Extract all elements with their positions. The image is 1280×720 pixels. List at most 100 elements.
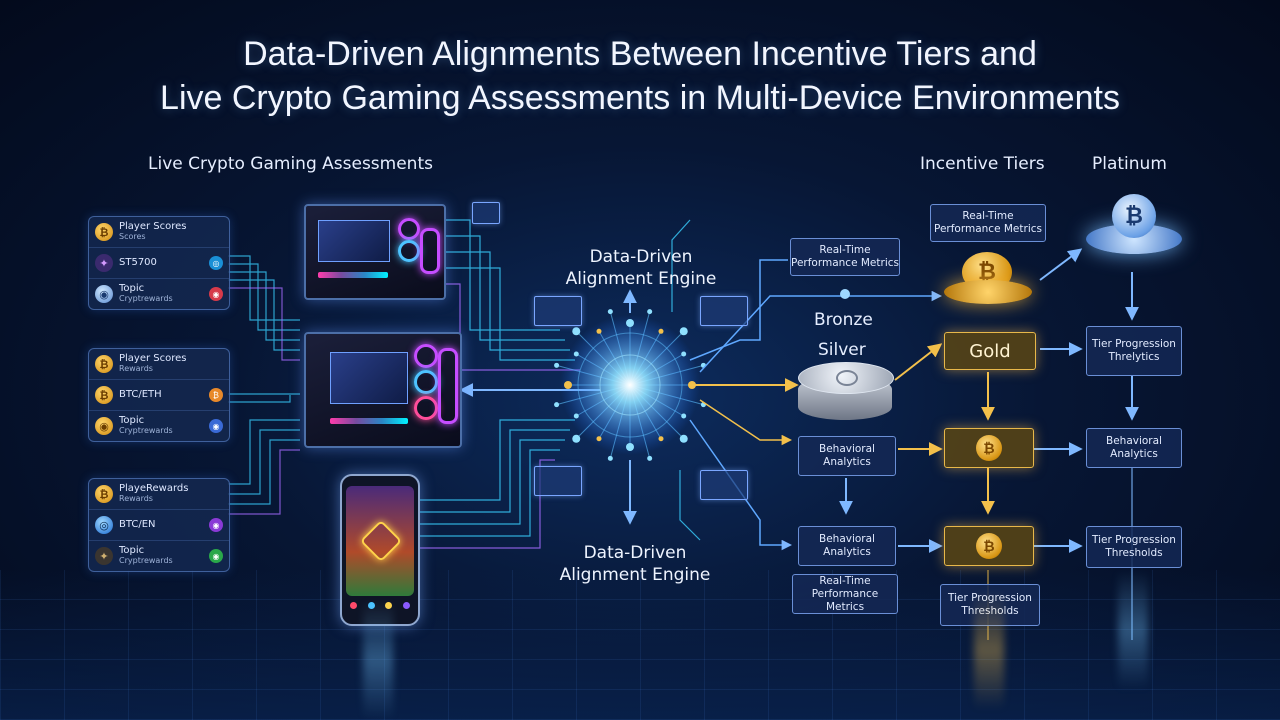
row-subtitle: Cryptrewards bbox=[119, 426, 173, 435]
tier-progression-box-2[interactable]: Tier Progression Thresholds bbox=[1086, 526, 1182, 568]
row-title: Topic bbox=[119, 283, 145, 294]
gold-coin-box-1[interactable]: ₿ bbox=[944, 428, 1034, 468]
bitcoin-coin-icon: ₿ bbox=[95, 355, 113, 373]
sparkle-icon: ✦ bbox=[95, 254, 113, 272]
core-node bbox=[607, 455, 613, 461]
panel-row: ✦ ST5700 ◎ bbox=[89, 248, 229, 279]
core-ray bbox=[629, 384, 651, 459]
core-node bbox=[554, 362, 560, 368]
gaming-pc-device bbox=[304, 204, 446, 300]
behavioral-analytics-box-1[interactable]: Behavioral Analytics bbox=[798, 436, 896, 476]
core-ray bbox=[609, 384, 631, 459]
grid-floor bbox=[0, 570, 1280, 720]
bitcoin-coin-icon: ₿ bbox=[976, 533, 1002, 559]
core-ray bbox=[556, 364, 631, 386]
core-node bbox=[573, 413, 579, 419]
realtime-metrics-box-mid[interactable]: Real-Time Performance Metrics bbox=[930, 204, 1046, 242]
page-title: Data-Driven Alignments Between Incentive… bbox=[0, 32, 1280, 120]
core-ray bbox=[576, 353, 631, 386]
core-ray bbox=[629, 384, 684, 417]
core-node bbox=[681, 351, 687, 357]
gold-tier-box[interactable]: Gold bbox=[944, 332, 1036, 370]
core-node bbox=[688, 381, 696, 389]
core-node bbox=[596, 328, 602, 334]
row-title: Player Scores bbox=[119, 221, 187, 232]
core-node bbox=[681, 413, 687, 419]
core-ray bbox=[576, 384, 631, 417]
realtime-metrics-box-top[interactable]: Real-Time Performance Metrics bbox=[790, 238, 900, 276]
behavioral-analytics-box-2[interactable]: Behavioral Analytics bbox=[798, 526, 896, 566]
row-subtitle: Scores bbox=[119, 232, 146, 241]
core-node bbox=[700, 402, 706, 408]
core-node bbox=[679, 327, 688, 336]
core-node bbox=[564, 381, 572, 389]
core-node bbox=[658, 328, 664, 334]
core-node bbox=[573, 351, 579, 357]
red-badge-icon: ◉ bbox=[209, 287, 223, 301]
engine-label-top: Data-Driven Alignment Engine bbox=[565, 247, 717, 289]
left-section-label: Live Crypto Gaming Assessments bbox=[148, 154, 433, 174]
title-line-2: Live Crypto Gaming Assessments in Multi-… bbox=[160, 79, 1120, 117]
core-ray bbox=[598, 331, 631, 386]
row-subtitle: Rewards bbox=[119, 364, 153, 373]
row-title: BTC/EN bbox=[119, 519, 156, 530]
bitcoin-coin-icon: ₿ bbox=[95, 386, 113, 404]
bitcoin-coin-icon: ₿ bbox=[95, 223, 113, 241]
bitcoin-coin-icon: ₿ bbox=[95, 485, 113, 503]
core-ray bbox=[575, 330, 631, 386]
smartphone-device bbox=[340, 474, 420, 626]
cyan-badge-icon: ◎ bbox=[209, 256, 223, 270]
tier-progression-box-3[interactable]: Tier Progression Thresholds bbox=[940, 584, 1040, 626]
row-title: Topic bbox=[119, 545, 145, 556]
core-ray bbox=[629, 384, 662, 439]
core-node bbox=[572, 434, 581, 443]
token-coin-icon: ◉ bbox=[95, 417, 113, 435]
core-ray bbox=[629, 330, 685, 386]
tier-progression-box-1[interactable]: Tier Progression Threlytics bbox=[1086, 326, 1182, 376]
behavioral-analytics-box-3[interactable]: Behavioral Analytics bbox=[1086, 428, 1182, 468]
core-ray bbox=[629, 384, 704, 406]
core-ray bbox=[629, 353, 684, 386]
gold-coin-box-2[interactable]: ₿ bbox=[944, 526, 1034, 566]
panel-row: ₿ BTC/ETH ₿ bbox=[89, 380, 229, 411]
mini-dashboard-screen bbox=[472, 202, 500, 224]
sparkle-icon: ✦ bbox=[95, 547, 113, 565]
platinum-coin-icon: ₿ bbox=[1112, 194, 1156, 238]
core-node bbox=[626, 443, 634, 451]
core-node bbox=[596, 436, 602, 442]
realtime-metrics-box-bottom[interactable]: Real-Time Performance Metrics bbox=[792, 574, 898, 614]
core-node bbox=[572, 327, 581, 336]
platinum-light-beam bbox=[1118, 570, 1148, 690]
core-ray bbox=[609, 311, 631, 386]
gold-light-beam bbox=[974, 590, 1004, 710]
core-ray bbox=[598, 384, 631, 439]
core-node bbox=[626, 319, 634, 327]
core-node bbox=[647, 309, 653, 315]
green-badge-icon: ◉ bbox=[209, 549, 223, 563]
mini-dashboard-screen bbox=[534, 466, 582, 496]
silver-label: Silver bbox=[818, 340, 866, 360]
core-node bbox=[679, 434, 688, 443]
row-title: Topic bbox=[119, 415, 145, 426]
engine-label-bottom: Data-Driven Alignment Engine bbox=[559, 543, 711, 585]
ring-coin-icon: ◎ bbox=[95, 516, 113, 534]
silver-coin-stack-icon bbox=[798, 362, 894, 432]
core-ray bbox=[629, 311, 651, 386]
core-node bbox=[647, 455, 653, 461]
core-ray bbox=[575, 384, 631, 440]
orange-bitcoin-badge-icon: ₿ bbox=[209, 388, 223, 402]
mini-dashboard-screen bbox=[700, 470, 748, 500]
core-node bbox=[607, 309, 613, 315]
core-node bbox=[658, 436, 664, 442]
purple-badge-icon: ◉ bbox=[209, 518, 223, 532]
incentive-tiers-label: Incentive Tiers bbox=[920, 154, 1045, 174]
mini-dashboard-screen bbox=[700, 296, 748, 326]
